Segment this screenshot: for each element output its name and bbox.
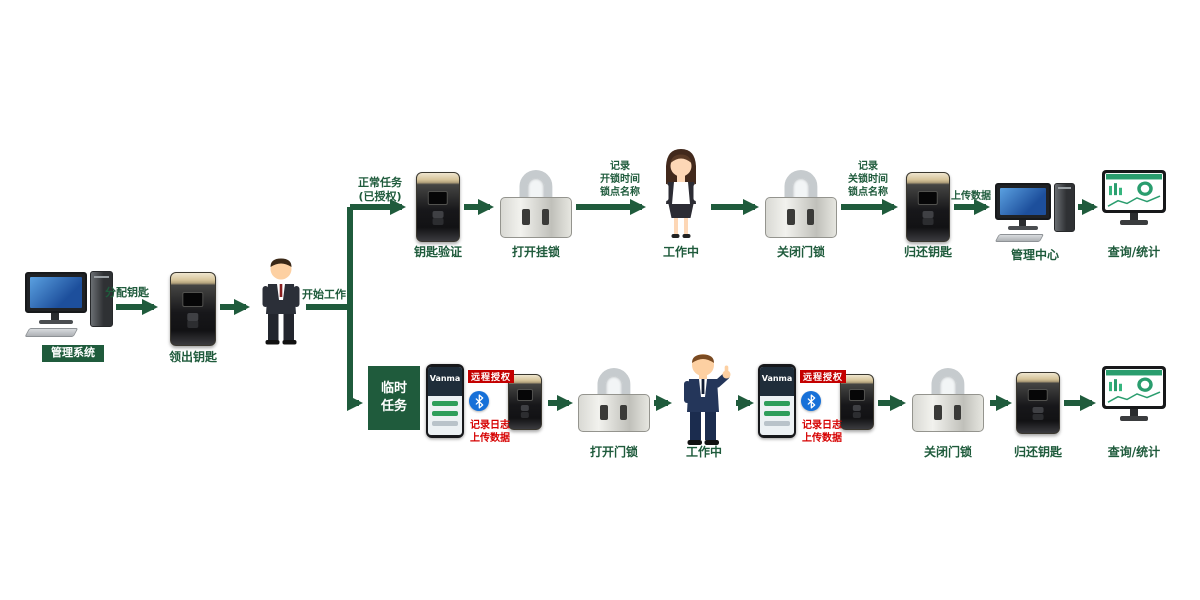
- electronic-key-bt-1: [508, 374, 542, 430]
- app-button: [432, 401, 458, 407]
- working-label-top: 工作中: [662, 245, 699, 259]
- bluetooth-glyph: [475, 393, 483, 409]
- bluetooth-glyph: [807, 393, 815, 409]
- padlock-body: [578, 393, 650, 432]
- padlock-body: [500, 197, 572, 238]
- padlock-body: [765, 197, 837, 238]
- vanma-phone-1: Vanma: [426, 364, 464, 438]
- computer-screen: [30, 276, 82, 309]
- electronic-key-return-bottom: [1016, 372, 1060, 434]
- monitor-stand: [1130, 212, 1138, 220]
- management-center-computer: [994, 180, 1075, 244]
- computer-monitor: [995, 183, 1051, 221]
- monitor-base: [39, 319, 73, 325]
- app-button: [432, 410, 458, 416]
- monitor-stand: [1019, 220, 1027, 227]
- padlock-slot: [953, 404, 962, 421]
- remote-auth-badge-2: 远程授权: [800, 370, 846, 383]
- log-upload-note-1: 记录日志 上传数据: [470, 420, 510, 444]
- padlock-open-bottom: [578, 368, 650, 432]
- phone-app-header: [428, 367, 462, 396]
- padlock-shackle: [931, 368, 965, 399]
- computer-tower: [90, 270, 113, 328]
- record-close-note: 记录 关锁时间 锁点名称: [848, 161, 888, 199]
- computer-monitor: [25, 271, 87, 314]
- monitor-frame: [1102, 170, 1166, 213]
- computer-screen: [1000, 188, 1046, 216]
- padlock-shackle: [784, 170, 818, 203]
- computer-keyboard: [994, 233, 1044, 242]
- working-label-bottom: 工作中: [685, 445, 722, 459]
- log-upload-note-2: 记录日志 上传数据: [802, 420, 842, 444]
- temporary-task-box: 临时 任务: [368, 366, 420, 430]
- app-button: [764, 410, 790, 416]
- computer-keyboard: [24, 328, 79, 338]
- close-lock-label-bottom: 关闭门锁: [923, 445, 972, 459]
- monitor-stand: [1130, 408, 1138, 416]
- phone-screen: Vanma: [428, 367, 462, 435]
- padlock-slot: [934, 404, 942, 421]
- padlock-close-top: [765, 170, 837, 238]
- padlock-open-top: [500, 170, 572, 238]
- dashboard-screen: [1105, 369, 1163, 406]
- assign-key-label: 分配钥匙: [105, 286, 149, 299]
- electronic-key-checkout: [170, 272, 216, 346]
- worker-man-illustration: [684, 354, 731, 445]
- start-worker-illustration: [262, 258, 300, 345]
- vanma-phone-2: Vanma: [758, 364, 796, 438]
- return-key-label-bottom: 归还钥匙: [1013, 445, 1062, 459]
- electronic-key-return-top: [906, 172, 950, 242]
- padlock-shackle: [519, 170, 553, 203]
- computer-tower: [1054, 182, 1075, 233]
- padlock-slot: [541, 209, 550, 226]
- dashboard-charts-icon: [1106, 173, 1162, 207]
- record-open-note: 记录 开锁时间 锁点名称: [600, 161, 640, 199]
- padlock-slot: [619, 404, 628, 421]
- bluetooth-icon-2: [801, 391, 821, 411]
- padlock-body: [912, 393, 984, 432]
- upload-data-label: 上传数据: [951, 191, 991, 202]
- worker-woman-illustration: [663, 149, 699, 238]
- admin-system-label: 管理系统: [42, 345, 104, 362]
- app-list-row: [432, 421, 458, 427]
- begin-work-label: 开始工作: [302, 288, 346, 301]
- open-lock-label-bottom: 打开门锁: [589, 445, 638, 459]
- padlock-slot: [522, 209, 530, 226]
- dashboard-charts-icon: [1106, 369, 1162, 403]
- electronic-key-verify: [416, 172, 460, 242]
- dashboard-monitor-bottom: [1102, 366, 1166, 424]
- return-key-label-top: 归还钥匙: [903, 245, 952, 259]
- open-padlock-label: 打开挂锁: [511, 245, 560, 259]
- monitor-base: [1119, 219, 1149, 226]
- padlock-slot: [600, 404, 608, 421]
- key-verify-label: 钥匙验证: [413, 245, 462, 259]
- app-list-row: [764, 421, 790, 427]
- management-center-label: 管理中心: [1010, 248, 1059, 262]
- monitor-stand: [51, 313, 60, 321]
- app-button: [764, 401, 790, 407]
- dashboard-screen: [1105, 173, 1163, 210]
- monitor-base: [1119, 415, 1149, 422]
- admin-computer-illustration: [24, 268, 113, 340]
- phone-app-header: [760, 367, 794, 396]
- vanma-app-brand: Vanma: [761, 373, 793, 383]
- bluetooth-icon-1: [469, 391, 489, 411]
- vanma-app-brand: Vanma: [429, 373, 461, 383]
- query-stats-label-bottom: 查询/统计: [1107, 445, 1161, 459]
- normal-task-condition-label: 正常任务 (已授权): [358, 176, 402, 204]
- query-stats-label-top: 查询/统计: [1107, 245, 1161, 259]
- monitor-base: [1007, 226, 1039, 230]
- padlock-slot: [806, 209, 815, 226]
- close-lock-label-top: 关闭门锁: [776, 245, 825, 259]
- phone-screen: Vanma: [760, 367, 794, 435]
- padlock-slot: [787, 209, 795, 226]
- key-checkout-label: 领出钥匙: [168, 350, 217, 364]
- dashboard-monitor-top: [1102, 170, 1166, 228]
- padlock-shackle: [597, 368, 631, 399]
- monitor-frame: [1102, 366, 1166, 409]
- electronic-key-bt-2: [840, 374, 874, 430]
- remote-auth-badge-1: 远程授权: [468, 370, 514, 383]
- padlock-close-bottom: [912, 368, 984, 432]
